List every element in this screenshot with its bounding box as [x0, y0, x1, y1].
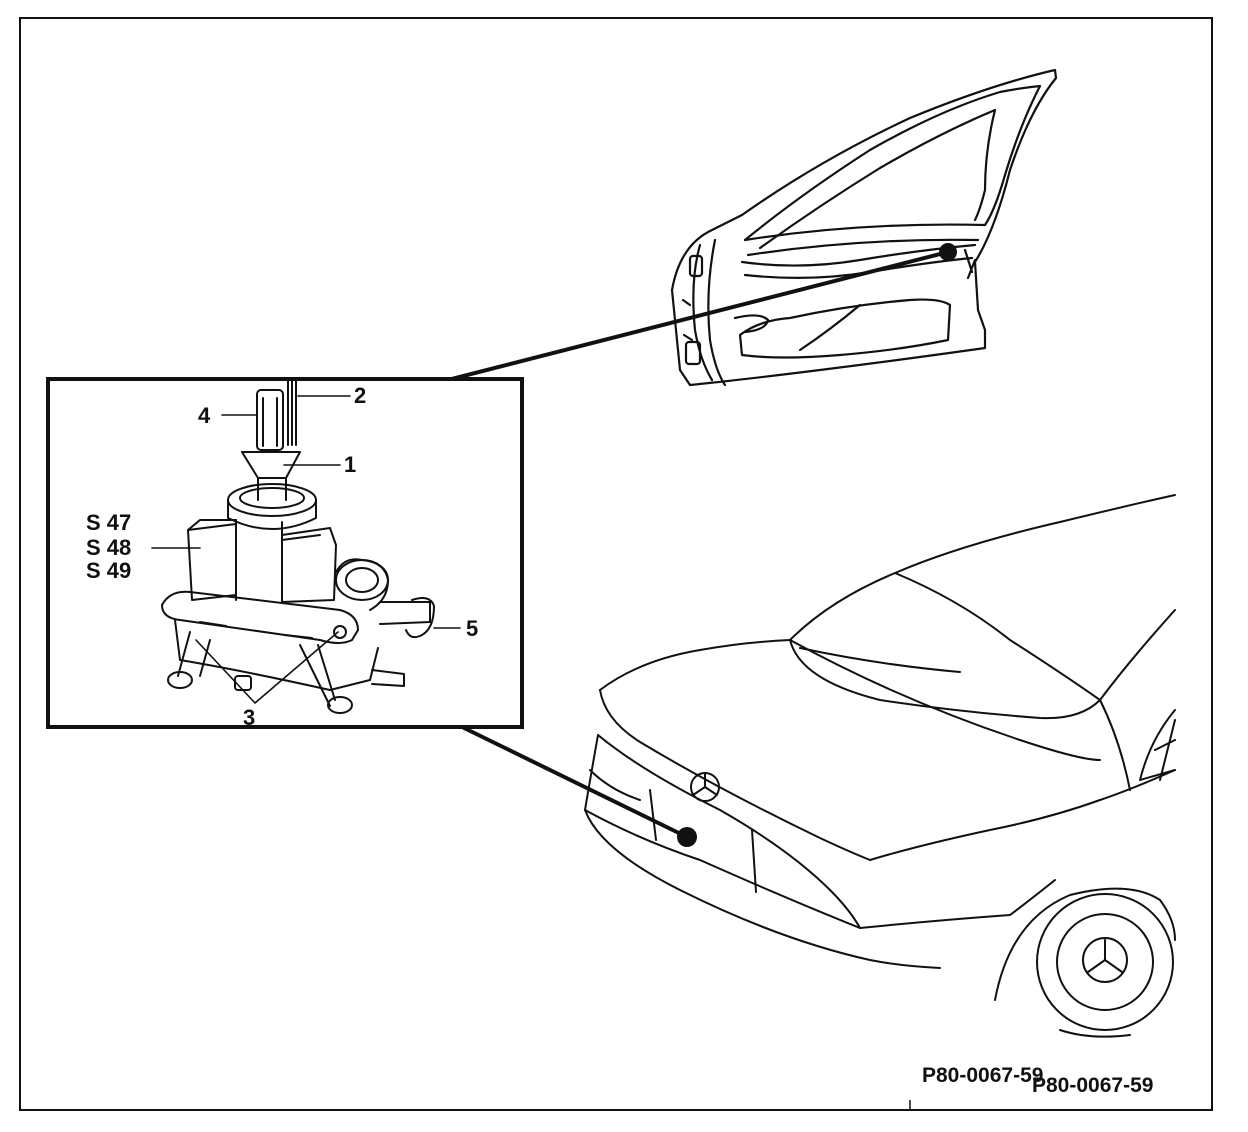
- callout-4: 4: [198, 403, 211, 428]
- callout-s49: S 49: [86, 558, 131, 583]
- door-leader-line: [439, 250, 949, 384]
- trunk-leader-line: [457, 723, 688, 839]
- callout-2: 2: [354, 383, 366, 408]
- central-locking-actuator: [161, 379, 435, 714]
- inset-detail-box: [46, 377, 524, 729]
- callout-3: 3: [243, 705, 255, 730]
- callout-1: 1: [344, 452, 356, 477]
- callout-leaders: [151, 395, 461, 704]
- callout-s47: S 47: [86, 510, 131, 535]
- door-illustration: [670, 68, 1058, 387]
- car-illustration: [584, 494, 1176, 1038]
- figure-code-overlay: P80-0067-59: [1032, 1074, 1153, 1097]
- outer-frame: [19, 17, 1213, 1111]
- callout-s48: S 48: [86, 535, 131, 560]
- callout-5: 5: [466, 616, 478, 641]
- figure-code: P80-0067-59: [922, 1064, 1043, 1087]
